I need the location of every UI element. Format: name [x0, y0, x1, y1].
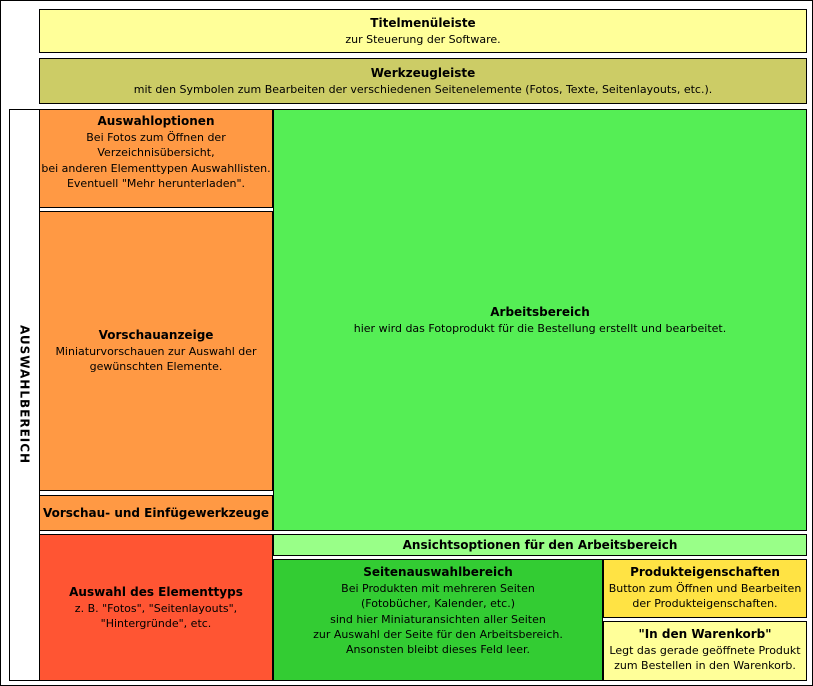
preview-insert-tools-block: Vorschau- und Einfügewerkzeuge: [39, 495, 273, 531]
title-menu-bar-title: Titelmenüleiste: [370, 16, 476, 30]
work-area-block: Arbeitsbereich hier wird das Fotoprodukt…: [273, 109, 807, 531]
toolbar-block: Werkzeugleiste mit den Symbolen zum Bear…: [39, 58, 807, 104]
page-selection-block: Seitenauswahlbereich Bei Produkten mit m…: [273, 559, 603, 681]
page-selection-title: Seitenauswahlbereich: [363, 565, 513, 579]
toolbar-title: Werkzeugleiste: [370, 66, 476, 80]
selection-options-block: Auswahloptionen Bei Fotos zum Öffnen der…: [39, 109, 273, 208]
selection-area-side-label: AUSWAHLBEREICH: [9, 109, 40, 681]
selection-area-label-text: AUSWAHLBEREICH: [17, 325, 32, 465]
selection-options-title: Auswahloptionen: [97, 114, 215, 128]
preview-display-title: Vorschauanzeige: [98, 328, 214, 343]
view-options-block: Ansichtsoptionen für den Arbeitsbereich: [273, 534, 807, 556]
page-selection-description: Bei Produkten mit mehreren Seiten (Fotob…: [313, 581, 563, 657]
product-properties-title: Produkteigenschaften: [630, 565, 780, 579]
product-properties-description: Button zum Öffnen und Bearbeiten der Pro…: [608, 581, 802, 611]
add-to-cart-title: "In den Warenkorb": [638, 627, 772, 641]
element-type-selection-block: Auswahl des Elementtyps z. B. "Fotos", "…: [39, 534, 273, 681]
title-menu-bar-block: Titelmenüleiste zur Steuerung der Softwa…: [39, 9, 807, 53]
work-area-description: hier wird das Fotoprodukt für die Bestel…: [353, 321, 727, 335]
element-type-description: z. B. "Fotos", "Seitenlayouts", "Hinterg…: [74, 601, 238, 630]
toolbar-description: mit den Symbolen zum Bearbeiten der vers…: [133, 82, 713, 96]
preview-display-block: Vorschauanzeige Miniaturvorschauen zur A…: [39, 211, 273, 491]
title-menu-bar-description: zur Steuerung der Software.: [345, 32, 501, 46]
add-to-cart-description: Legt das gerade geöffnete Produkt zum Be…: [609, 643, 801, 673]
element-type-title: Auswahl des Elementtyps: [69, 584, 243, 599]
add-to-cart-block: "In den Warenkorb" Legt das gerade geöff…: [603, 621, 807, 681]
selection-options-description: Bei Fotos zum Öffnen der Verzeichnisüber…: [41, 130, 271, 190]
product-properties-block: Produkteigenschaften Button zum Öffnen u…: [603, 559, 807, 618]
preview-display-description: Miniaturvorschauen zur Auswahl der gewün…: [55, 345, 257, 374]
preview-insert-tools-title: Vorschau- und Einfügewerkzeuge: [42, 505, 270, 520]
view-options-title: Ansichtsoptionen für den Arbeitsbereich: [402, 537, 678, 552]
work-area-title: Arbeitsbereich: [490, 304, 590, 319]
